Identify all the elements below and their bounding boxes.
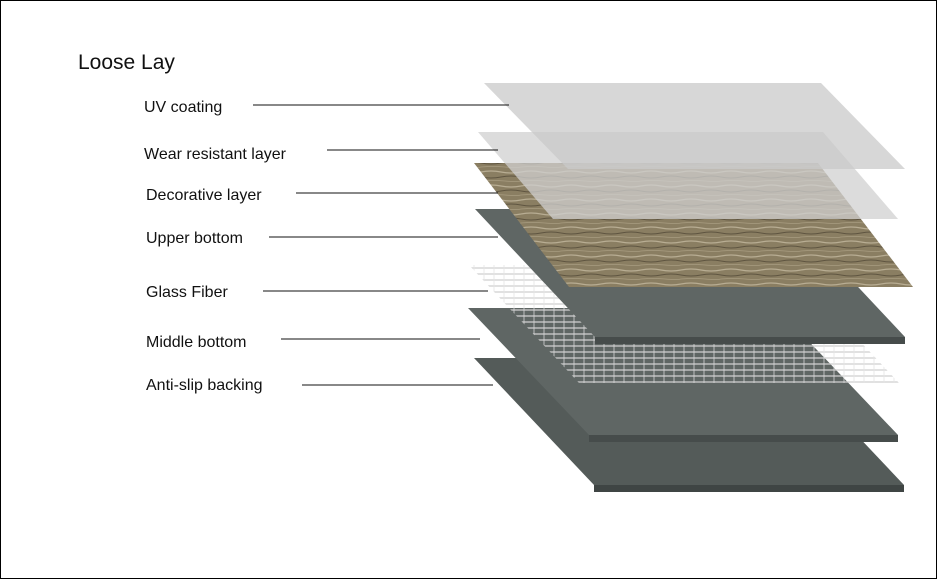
label-glass-fiber: Glass Fiber	[146, 284, 228, 301]
label-uv-coating: UV coating	[144, 99, 223, 116]
leader-lines	[253, 104, 509, 386]
layer-uv	[484, 83, 905, 169]
label-anti-slip-backing: Anti-slip backing	[146, 377, 263, 394]
label-middle-bottom: Middle bottom	[146, 334, 247, 351]
label-upper-bottom: Upper bottom	[146, 230, 243, 247]
diagram-title: Loose Lay	[78, 51, 175, 74]
label-decorative-layer: Decorative layer	[146, 187, 262, 204]
label-wear-resistant-layer: Wear resistant layer	[144, 146, 286, 163]
